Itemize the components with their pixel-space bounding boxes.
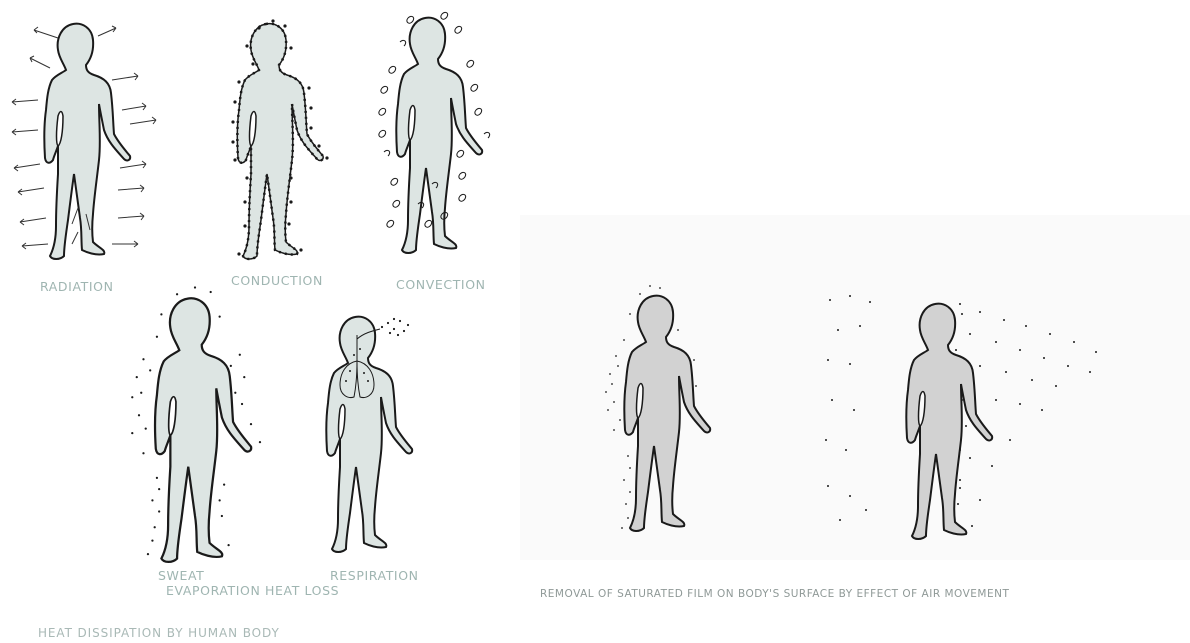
body-silhouette-icon <box>326 317 412 552</box>
conduction-figure <box>213 18 343 268</box>
body-silhouette-icon <box>237 24 323 259</box>
conduction-label: CONDUCTION <box>231 273 323 288</box>
air-movement-figure <box>820 290 1140 550</box>
body-silhouette-icon <box>396 18 482 253</box>
body-silhouette-icon <box>624 296 710 531</box>
respiration-label: RESPIRATION <box>330 568 419 583</box>
saturated-film-figure <box>600 285 720 545</box>
heat-dissipation-caption: HEAT DISSIPATION BY HUMAN BODY <box>38 626 280 640</box>
sweat-figure <box>125 292 265 572</box>
sweat-label: SWEAT <box>158 568 204 583</box>
air-movement-caption: REMOVAL OF SATURATED FILM ON BODY'S SURF… <box>540 588 1009 600</box>
radiation-label: RADIATION <box>40 279 114 294</box>
respiration-figure <box>302 305 422 567</box>
body-silhouette-icon <box>44 24 130 259</box>
body-silhouette-icon <box>906 304 992 539</box>
body-silhouette-icon <box>155 298 251 562</box>
evaporation-heat-loss-label: EVAPORATION HEAT LOSS <box>166 583 339 598</box>
convection-label: CONVECTION <box>396 277 486 292</box>
convection-figure <box>372 12 502 262</box>
radiation-figure <box>20 18 160 268</box>
